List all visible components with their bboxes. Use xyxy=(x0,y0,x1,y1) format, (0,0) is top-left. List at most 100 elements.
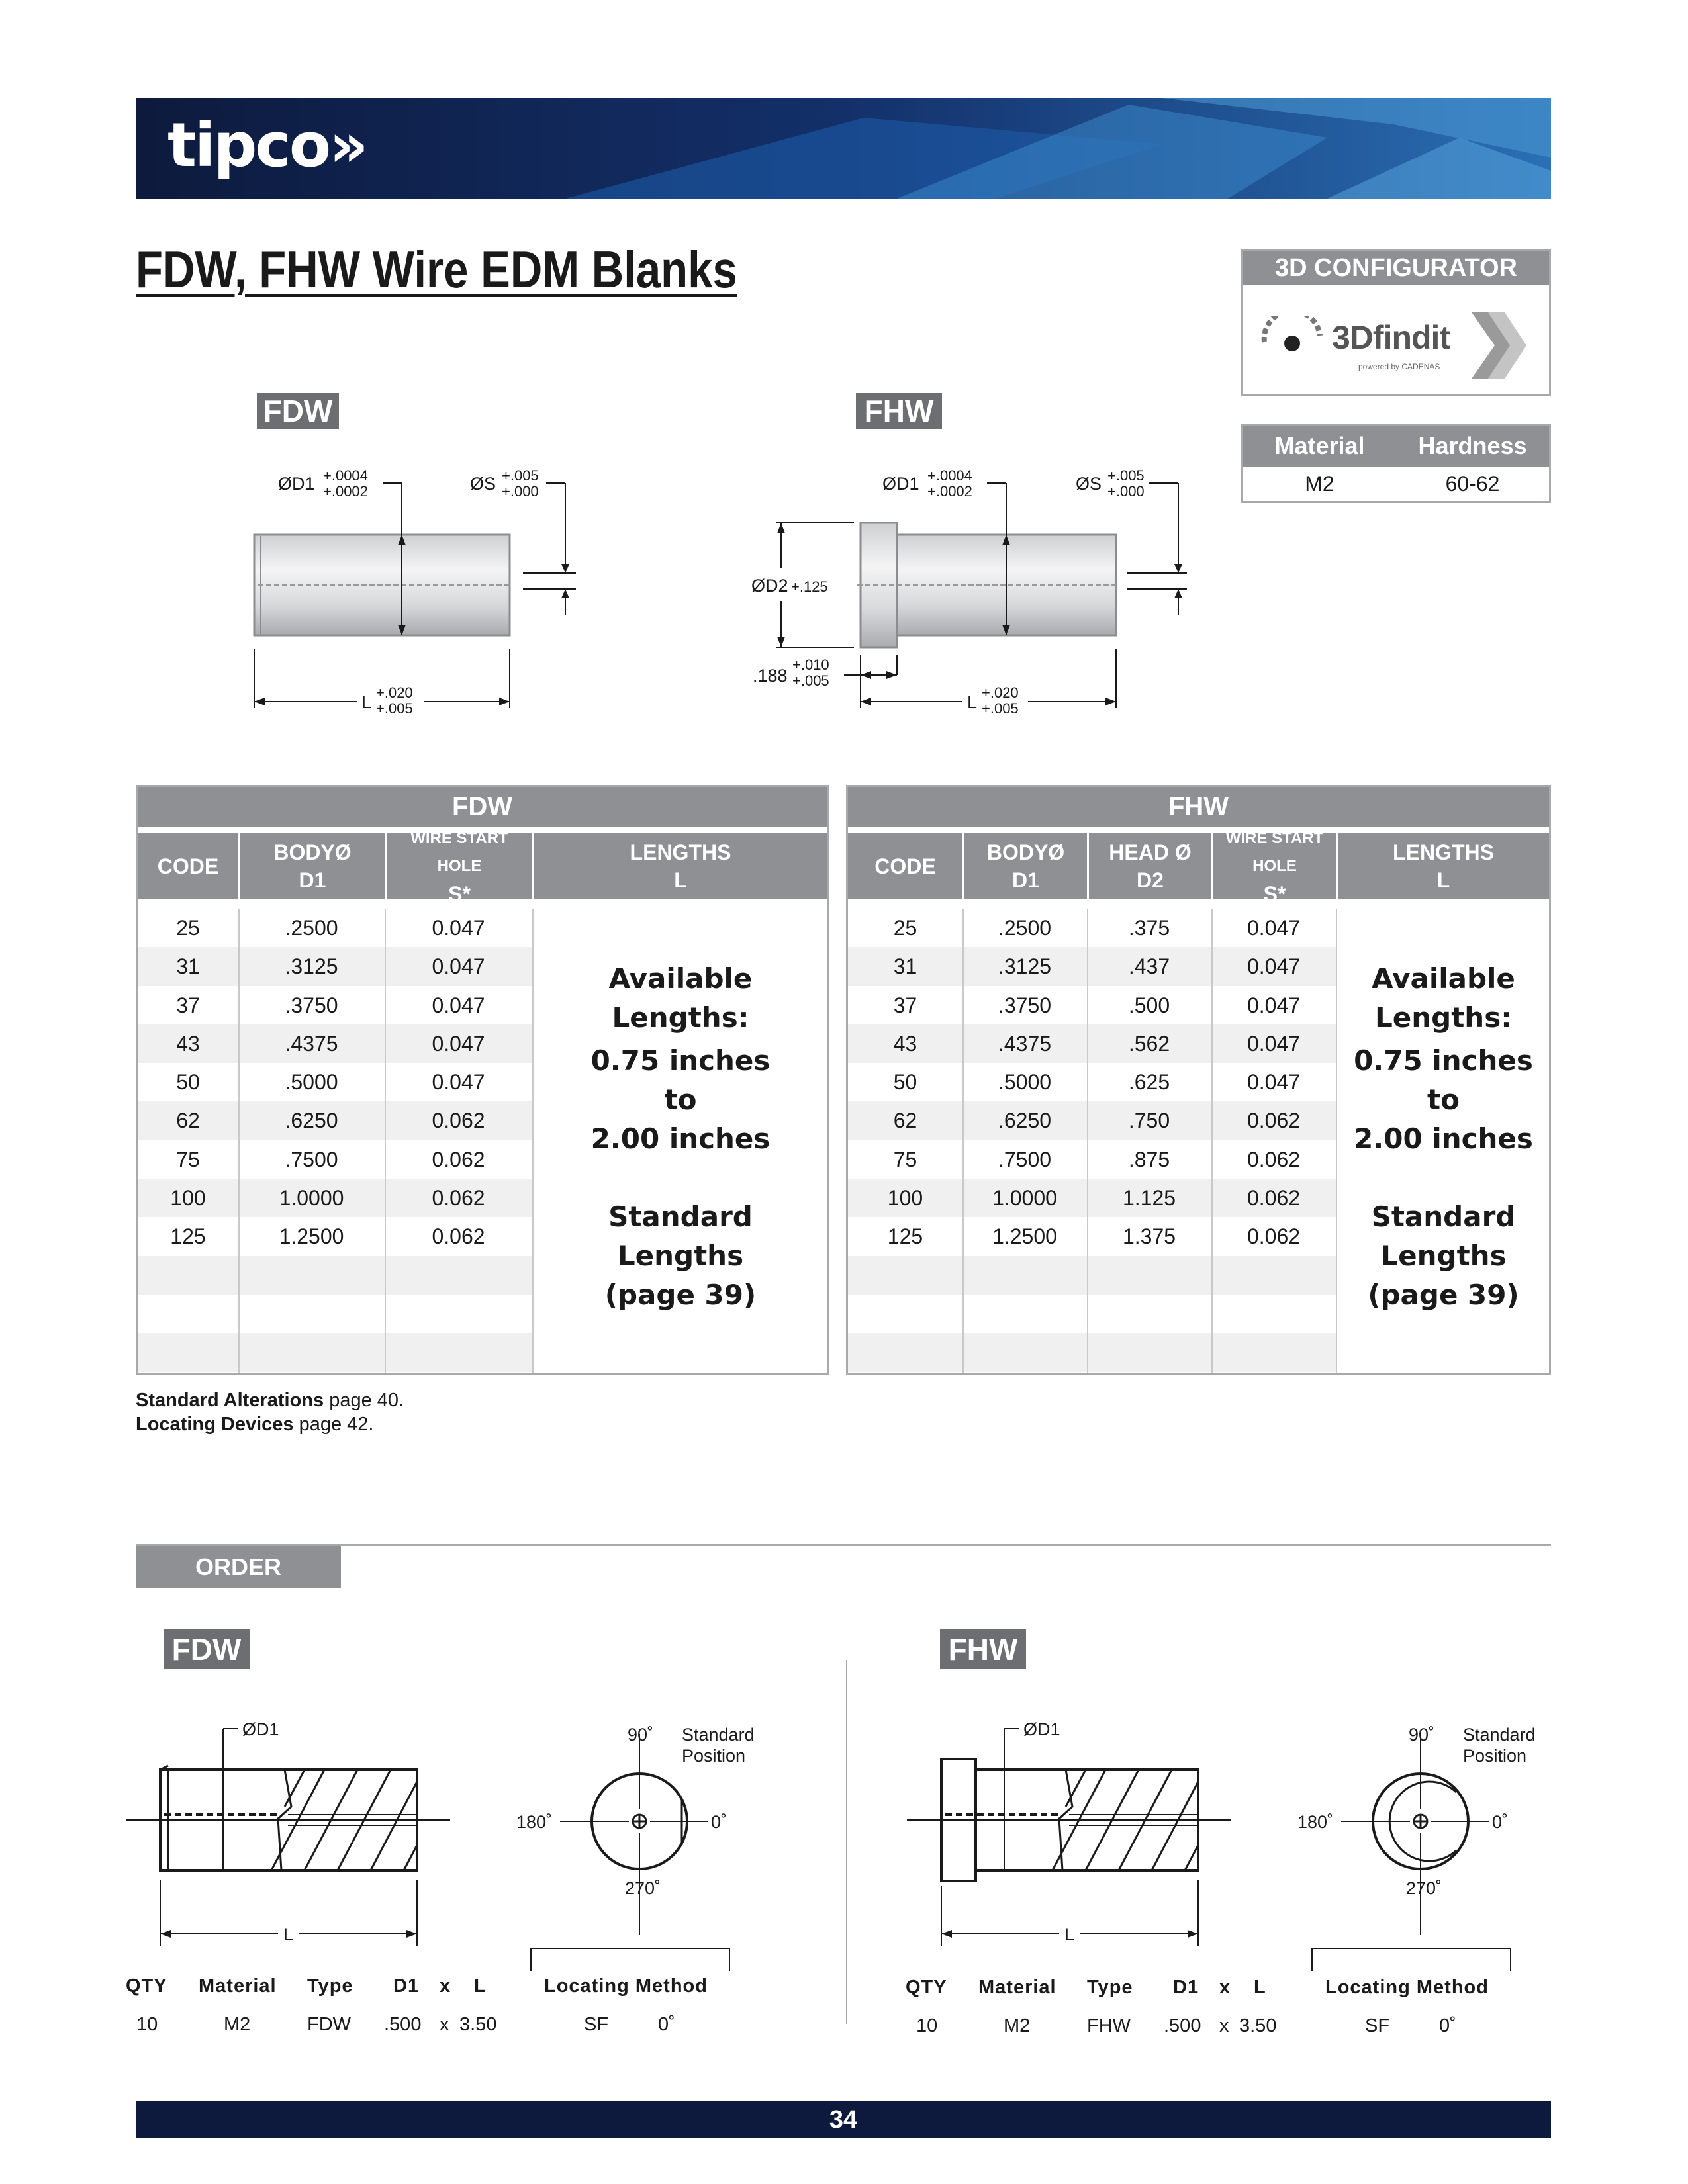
material-value: M2 xyxy=(1305,471,1335,496)
table-cell: .3750 xyxy=(285,993,338,1017)
material-table-row: M2 60-62 xyxy=(1243,467,1549,501)
hardness-header: Hardness xyxy=(1418,432,1527,459)
table-cell: .562 xyxy=(1128,1031,1170,1056)
table-cell: .5000 xyxy=(998,1070,1052,1095)
fhw-d2-tol: +.125 xyxy=(791,578,828,595)
fhw-dimension-drawing: ØD1 +.0004 +.0002 ØS +.005 +.000 ØD2 +.1… xyxy=(751,467,1187,717)
fdw-tag: FDW xyxy=(257,393,339,429)
table-cell: 0.062 xyxy=(1246,1186,1301,1210)
table-cell xyxy=(1087,1295,1211,1333)
fhw-angle-180: 180˚ xyxy=(1297,1812,1333,1832)
table-cell: .7500 xyxy=(285,1147,338,1171)
banner-graphic xyxy=(136,98,1551,199)
available-lengths-line: Standard xyxy=(1371,1201,1516,1233)
fhw-col-wire-line2: S* xyxy=(1263,882,1286,906)
fhw-position: Position xyxy=(1463,1746,1526,1766)
table-cell: 100 xyxy=(170,1186,206,1210)
order-vertical-divider xyxy=(846,1660,847,2024)
note-alterations[interactable]: Standard Alterations page 40. xyxy=(136,1390,404,1411)
available-lengths-line: to xyxy=(1427,1083,1460,1116)
fhw-header-locating: Locating Method xyxy=(1325,1977,1489,1998)
fdw-header-l: L xyxy=(474,1976,487,1997)
table-cell: 62 xyxy=(893,1109,917,1133)
fdw-type: FDW xyxy=(307,2014,352,2035)
fdw-col-code-label: CODE xyxy=(157,854,219,878)
fdw-d1-tol-minus: +.0002 xyxy=(323,483,368,500)
fdw-col-wire-line2: S* xyxy=(448,882,471,906)
fdw-dimension-drawing: ØD1 +.0004 +.0002 ØS +.005 +.000 L +.020… xyxy=(253,467,576,717)
available-lengths-line: 0.75 inches xyxy=(590,1044,771,1077)
table-cell: 25 xyxy=(176,916,200,940)
table-cell: 1.2500 xyxy=(992,1224,1057,1249)
table-cell: .4375 xyxy=(998,1031,1052,1056)
table-cell xyxy=(138,1256,238,1295)
table-cell: 0.062 xyxy=(432,1186,485,1210)
table-cell: 0.047 xyxy=(432,1031,485,1056)
table-cell xyxy=(1087,1333,1211,1371)
table-cell: 1.125 xyxy=(1122,1186,1176,1210)
order-divider xyxy=(136,1544,1551,1546)
available-lengths-line: Lengths: xyxy=(612,1001,749,1034)
table-cell: .437 xyxy=(1128,954,1170,979)
table-cell: 0.062 xyxy=(1246,1147,1301,1171)
fdw-angle-180: 180˚ xyxy=(516,1812,552,1832)
order-fdw-tag: FDW xyxy=(164,1629,250,1669)
3dfindit-logo[interactable]: 3Dfindit powered by CADENAS xyxy=(1259,309,1537,382)
fhw-l-tol-plus: +.020 xyxy=(982,684,1019,701)
3d-configurator-box[interactable]: 3D CONFIGURATOR 3Dfindit powered by CADE… xyxy=(1241,249,1551,396)
fdw-l-label: L xyxy=(361,692,371,712)
available-lengths-line: Available xyxy=(1372,962,1515,995)
tipco-logo: tipco» xyxy=(167,110,369,181)
fhw-col-lengths-line1: LENGTHS xyxy=(1393,841,1494,864)
fdw-standard: Standard xyxy=(682,1725,755,1745)
table-cell xyxy=(138,1333,238,1371)
fhw-s-tol-minus: +.000 xyxy=(1107,483,1145,500)
available-lengths-line xyxy=(1338,1158,1549,1197)
table-cell: 37 xyxy=(893,993,917,1017)
table-row xyxy=(138,1333,532,1372)
table-cell: 0.062 xyxy=(1246,1109,1301,1133)
double-chevron-icon xyxy=(1472,312,1526,379)
table-cell: 0.047 xyxy=(432,993,485,1017)
table-cell: 0.047 xyxy=(1246,993,1301,1017)
fhw-l-label: L xyxy=(967,692,977,712)
table-cell xyxy=(238,1295,385,1333)
order-fdw-drawing: ØD1 L xyxy=(126,1719,450,1946)
fdw-col-wire-line1: WIRE START HOLE xyxy=(410,829,508,875)
table-cell: .625 xyxy=(1128,1070,1170,1095)
fdw-position: Position xyxy=(682,1746,745,1766)
order-fdw-locating-diagram: 90˚ Standard Position 180˚ 0˚ 270˚ xyxy=(516,1725,755,1971)
available-lengths-line xyxy=(534,1158,827,1197)
fdw-header-locating: Locating Method xyxy=(544,1976,708,1997)
note-locating-devices[interactable]: Locating Devices page 42. xyxy=(136,1414,374,1435)
fhw-type: FHW xyxy=(1087,2015,1131,2036)
fhw-head-tol-minus: +.005 xyxy=(792,672,829,689)
table-cell: 125 xyxy=(887,1224,923,1249)
fhw-col-body-line2: D1 xyxy=(1012,868,1039,892)
table-cell: .3125 xyxy=(998,954,1052,979)
hardness-value: 60-62 xyxy=(1445,471,1500,496)
table-cell xyxy=(1211,1256,1336,1295)
table-cell: .500 xyxy=(1128,993,1170,1017)
available-lengths-line: to xyxy=(664,1083,697,1116)
table-cell: 0.047 xyxy=(432,916,485,940)
fhw-angle-90: 90˚ xyxy=(1409,1725,1434,1745)
table-cell: 62 xyxy=(176,1109,200,1133)
material-table: Material Hardness M2 60-62 xyxy=(1241,424,1551,503)
material-header: Material xyxy=(1274,432,1365,459)
available-lengths-line: Lengths xyxy=(1380,1240,1507,1272)
fdw-col-body-line2: D1 xyxy=(299,868,326,892)
fhw-head-tol-plus: +.010 xyxy=(792,657,829,673)
table-cell: 0.047 xyxy=(432,954,485,979)
fhw-s-label: ØS xyxy=(1076,474,1102,494)
table-cell xyxy=(1211,1295,1336,1333)
fhw-header-qty: QTY xyxy=(906,1977,947,1998)
table-cell xyxy=(385,1333,532,1371)
table-row xyxy=(138,1295,532,1333)
